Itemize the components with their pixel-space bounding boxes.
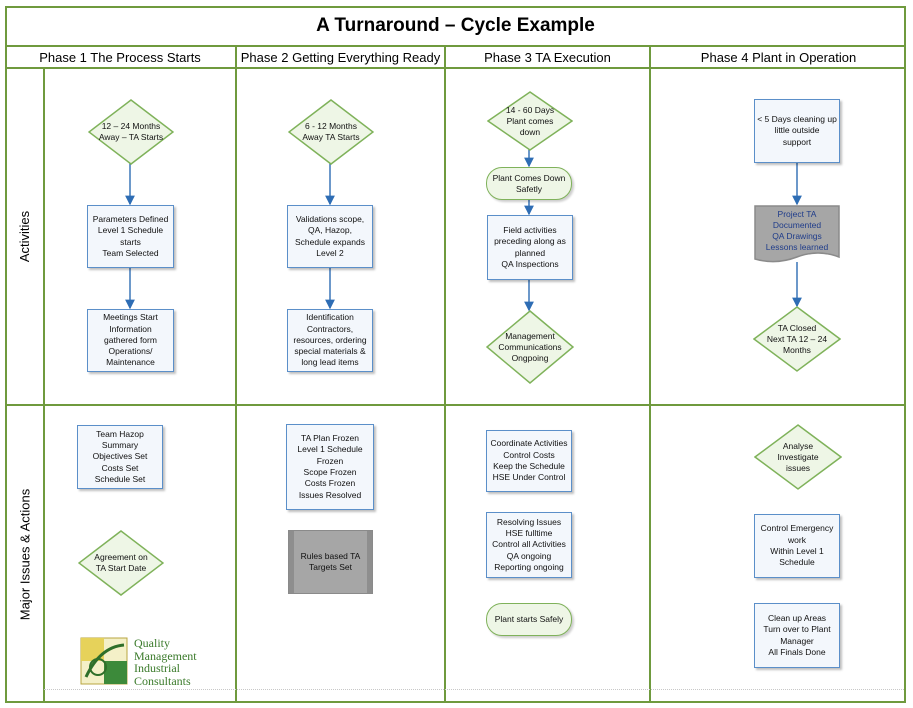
decision-p2-start: 6 - 12 Months Away TA Starts <box>288 99 374 165</box>
decision-p1-start: 12 – 24 Months Away – TA Starts <box>88 99 174 165</box>
lane-label-divider <box>43 67 45 703</box>
lane-divider <box>5 404 906 406</box>
bottom-dotted-line <box>44 689 904 690</box>
issue-p4-clean-up: Clean up Areas Turn over to Plant Manage… <box>754 603 840 668</box>
issue-p1-team-hazop: Team Hazop Summary Objectives Set Costs … <box>77 425 163 489</box>
predefined-edge-right <box>367 531 372 593</box>
predefined-edge-left <box>289 531 294 593</box>
predefined-p2-rules: Rules based TA Targets Set <box>288 530 373 594</box>
process-p4-cleaning: < 5 Days cleaning up little outside supp… <box>754 99 840 163</box>
diagram-frame <box>5 6 906 703</box>
terminator-p3-plant-down: Plant Comes Down Safetly <box>486 167 572 200</box>
company-logo: Quality Management Industrial Consultant… <box>80 637 210 687</box>
decision-p3-management: Management Communications Ongpoing <box>486 310 574 384</box>
phase-2-header: Phase 2 Getting Everything Ready <box>240 50 441 65</box>
decision-p4-analyse: Analyse Investigate issues <box>754 424 842 490</box>
decision-p1-agreement: Agreement on TA Start Date <box>78 530 164 596</box>
title-divider <box>5 45 906 47</box>
phase-4-header: Phase 4 Plant in Operation <box>700 50 857 65</box>
issue-p3-resolving: Resolving Issues HSE fulltime Control al… <box>486 512 572 578</box>
logo-text: Quality Management Industrial Consultant… <box>134 636 197 688</box>
phase-divider-2 <box>444 45 446 703</box>
process-p1-meetings: Meetings Start Information gathered form… <box>87 309 174 372</box>
document-p4-project-ta: Project TA Documented QA Drawings Lesson… <box>754 205 840 267</box>
phase-3-header: Phase 3 TA Execution <box>484 50 611 65</box>
decision-p4-ta-closed: TA Closed Next TA 12 – 24 Months <box>753 306 841 372</box>
diagram-title: A Turnaround – Cycle Example <box>316 15 595 36</box>
predefined-p2-rules-text: Rules based TA Targets Set <box>300 551 361 572</box>
process-p2-identification: Identification Contractors, resources, o… <box>287 309 373 372</box>
phase-divider-3 <box>649 45 651 703</box>
process-p1-parameters: Parameters Defined Level 1 Schedule star… <box>87 205 174 268</box>
phase-1-header: Phase 1 The Process Starts <box>39 50 201 65</box>
process-p3-field-activities: Field activities preceding along as plan… <box>487 215 573 280</box>
terminator-p3-plant-starts: Plant starts Safely <box>486 603 572 636</box>
issue-p2-ta-plan-frozen: TA Plan Frozen Level 1 Schedule Frozen S… <box>286 424 374 510</box>
phase-divider-1 <box>235 45 237 703</box>
process-p2-validations: Validations scope, QA, Hazop, Schedule e… <box>287 205 373 268</box>
logo-mark-icon <box>80 637 128 685</box>
decision-p3-plant-down: 14 - 60 Days Plant comes down <box>487 91 573 151</box>
header-divider <box>5 67 906 69</box>
issue-p3-coordinate: Coordinate Activities Control Costs Keep… <box>486 430 572 492</box>
issue-p4-control-emergency: Control Emergency work Within Level 1 Sc… <box>754 514 840 578</box>
